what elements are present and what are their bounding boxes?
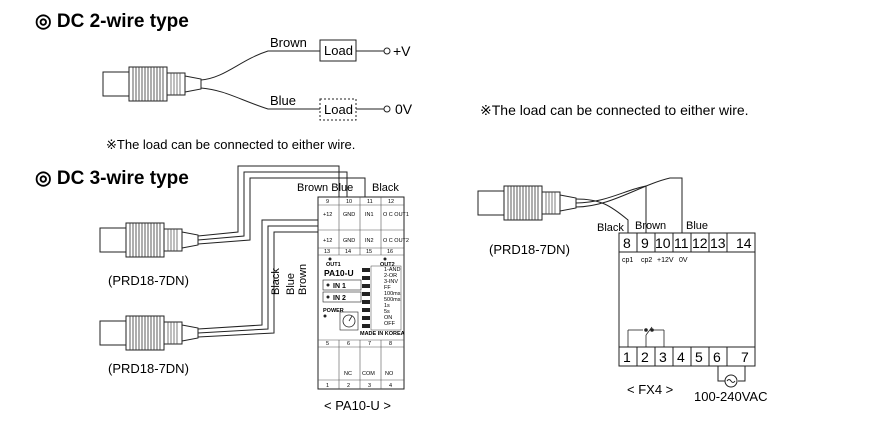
pa10-caption: < PA10-U > <box>324 398 391 413</box>
pa10-rl-8: 5s <box>384 309 390 315</box>
fx4-bot-4: 4 <box>677 349 685 365</box>
two-wire-note: ※The load can be connected to either wir… <box>106 137 355 152</box>
fx4-power: 100-240VAC <box>694 389 767 404</box>
fx4-sub-cp2: cp2 <box>641 257 652 264</box>
pa10-bn-3: 7 <box>368 341 371 347</box>
pa10-rl-3: 3-INV <box>384 279 398 285</box>
fx4-top-11: 11 <box>674 235 689 251</box>
pa10-rl-2: 2-OR <box>384 273 397 279</box>
pa10-bb-4: 4 <box>389 383 392 389</box>
pa10-mid-num-2: 14 <box>345 249 351 255</box>
pa10-top-num-2: 10 <box>346 199 352 205</box>
sensor-1 <box>99 222 199 258</box>
fx4-sub-0v: 0V <box>679 257 688 264</box>
pa10-r2-3: IN2 <box>365 238 374 244</box>
pa10-in1: IN 1 <box>333 283 346 290</box>
pa10-mid-num-4: 16 <box>387 249 393 255</box>
pa10-rl-9: ON <box>384 315 392 321</box>
pa10-out1: OUT1 <box>326 262 341 268</box>
sensor-2-label: (PRD18-7DN) <box>108 361 189 376</box>
pa10-bt-3: COM <box>362 371 375 377</box>
fx4-top-14: 14 <box>736 235 752 251</box>
pa10-made-in: MADE IN KOREA <box>360 331 405 337</box>
two-wire-title: ◎ DC 2-wire type <box>35 11 189 32</box>
pa10-rl-10: OFF <box>384 321 396 327</box>
pa10-bn-4: 8 <box>389 341 392 347</box>
sensor-3-label: (PRD18-7DN) <box>489 242 570 257</box>
vert-blue: Blue <box>285 273 297 295</box>
fx4-top-13: 13 <box>710 235 726 251</box>
pa10-r2-4: O C OUT2 <box>383 238 409 244</box>
blue-label-2wire: Blue <box>270 93 296 108</box>
pa10-top-num-3: 11 <box>367 199 373 205</box>
pa10-rl-6: 500ms <box>384 297 401 303</box>
fx4-sub-12v: +12V <box>657 257 674 264</box>
pa10-out2: OUT2 <box>380 262 395 268</box>
fx4-top-8: 8 <box>623 235 631 251</box>
pa10-rl-5: 100ms <box>384 291 401 297</box>
sensor-1-label: (PRD18-7DN) <box>108 273 189 288</box>
pa10-rl-7: 1s <box>384 303 390 309</box>
pa10-module: 9 10 11 12 +12 GND IN1 O C OUT1 +12 GND … <box>317 196 409 390</box>
wire-black: Black <box>372 182 399 194</box>
load-box: Load <box>324 43 353 58</box>
pa10-top-num-4: 12 <box>388 199 394 205</box>
zero-v-label: 0V <box>395 101 413 117</box>
brown-label-2wire: Brown <box>270 35 307 50</box>
fx4-bot-3: 3 <box>659 349 667 365</box>
pa10-r1-3: IN1 <box>365 212 374 218</box>
pa10-rl-4: FF <box>384 285 391 291</box>
pa10-bb-1: 1 <box>326 383 329 389</box>
pa10-r2-1: +12 <box>323 238 332 244</box>
pa10-bb-3: 3 <box>368 383 371 389</box>
pa10-mid-num-3: 15 <box>366 249 372 255</box>
pa10-bn-2: 6 <box>347 341 350 347</box>
fx4-brown: Brown <box>635 220 666 232</box>
pa10-r1-1: +12 <box>323 212 332 218</box>
fx4-black: Black <box>597 222 624 234</box>
pa10-r2-2: GND <box>343 238 355 244</box>
fx4-body <box>618 232 756 367</box>
fx4-caption: < FX4 > <box>627 382 673 397</box>
pa10-model: PA10-U <box>324 268 354 278</box>
pa10-in2: IN 2 <box>333 295 346 302</box>
pa10-bt-2: NC <box>344 371 352 377</box>
fx4-top-12: 12 <box>692 235 708 251</box>
pa10-mid-num-1: 13 <box>324 249 330 255</box>
pa10-power: POWER <box>323 308 344 314</box>
fx4-top-9: 9 <box>641 235 649 251</box>
pa10-bb-2: 2 <box>347 383 350 389</box>
sensor-3 <box>477 185 577 221</box>
pa10-bn-1: 5 <box>326 341 329 347</box>
plus-v-label: +V <box>393 43 411 59</box>
three-wire-title: ◎ DC 3-wire type <box>35 168 189 189</box>
pa10-r1-2: GND <box>343 212 355 218</box>
fx4-bot-6: 6 <box>713 349 721 365</box>
fx4-top-10: 10 <box>655 235 671 251</box>
fx4-bot-2: 2 <box>641 349 649 365</box>
sensor-2wire <box>102 66 202 102</box>
fx4-bot-7: 7 <box>741 349 749 365</box>
fx4-bot-1: 1 <box>623 349 631 365</box>
pa10-bt-4: NO <box>385 371 394 377</box>
load-box-dashed: Load <box>324 102 353 117</box>
wire-brown-blue: Brown Blue <box>297 182 353 194</box>
vert-brown: Brown <box>297 264 309 295</box>
pa10-r1-4: O C OUT1 <box>383 212 409 218</box>
vert-black: Black <box>270 268 282 295</box>
sensor-2 <box>99 315 199 351</box>
pa10-top-num-1: 9 <box>326 199 329 205</box>
pa10-rl-1: 1-AND <box>384 267 401 273</box>
fx4-blue: Blue <box>686 220 708 232</box>
fx4-bot-5: 5 <box>695 349 703 365</box>
fx4-sub-cp1: cp1 <box>622 257 633 264</box>
two-wire-note-right: ※The load can be connected to either wir… <box>480 102 749 118</box>
